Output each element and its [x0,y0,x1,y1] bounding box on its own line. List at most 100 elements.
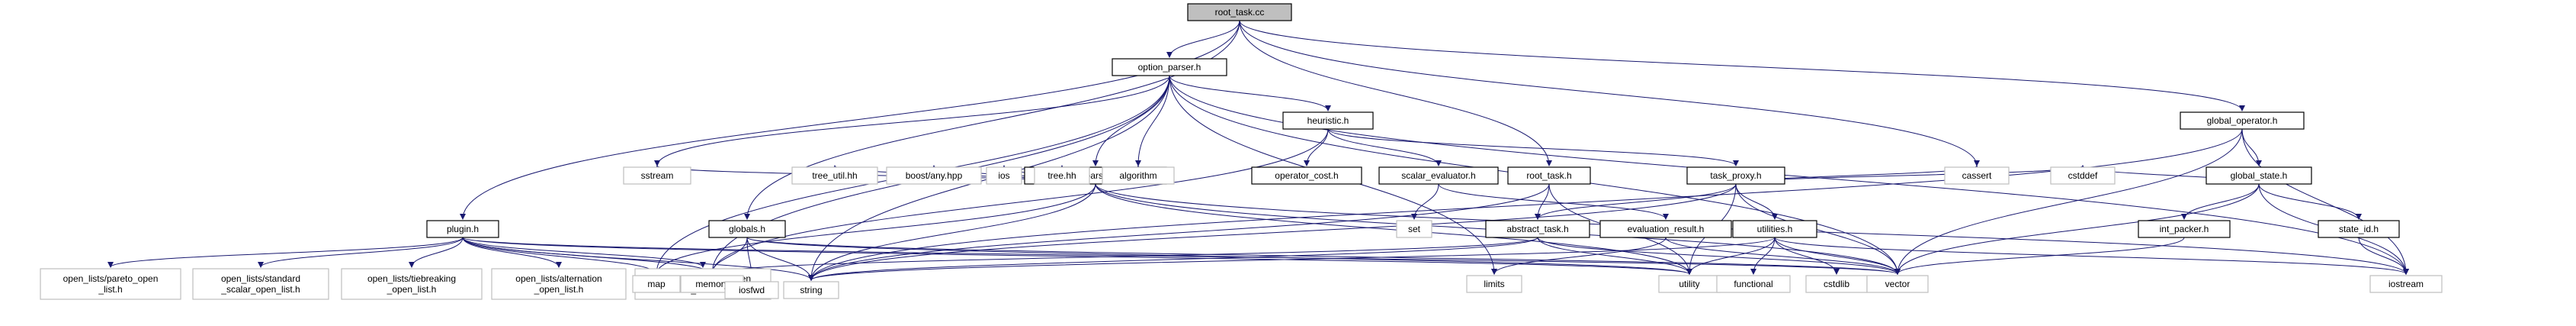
node-label: _list.h [98,284,122,295]
node-box[interactable] [708,220,786,238]
node-global-state-h[interactable]: global_state.h [2205,166,2312,185]
node-box[interactable] [1251,166,1362,185]
node-label: scalar_evaluator.h [1401,170,1475,181]
edge-plugin_h-to-pareto [107,237,464,268]
node-state-id-h[interactable]: state_id.h [2318,220,2400,238]
node-tree-util-hh: tree_util.hh [791,166,878,185]
node-label: ios [998,170,1009,181]
edge-globals_h-to-string [746,237,814,281]
node-label: algorithm [1119,170,1156,181]
node-box [783,281,839,299]
node-box [632,275,681,293]
node-root-task-cc[interactable]: root_task.cc [1187,3,1292,21]
edge-globals_h-to-vector [746,237,1901,275]
node-globals-h[interactable]: globals.h [708,220,786,238]
node-abstract-task-h[interactable]: abstract_task.h [1485,220,1590,238]
edge-plugin_h-to-alternation [462,237,562,268]
node-label: tree.hh [1047,170,1076,181]
node-box[interactable] [1187,3,1292,21]
node-box [341,268,483,300]
node-box[interactable] [1686,166,1785,185]
node-label: _open_list.h [387,284,437,295]
node-box [192,268,329,300]
node-layer: root_task.cc option_parser.h global_operat… [40,3,2443,300]
edge-plugin_h-to-string [462,237,814,281]
edge-scalar_evaluator_h-to-evaluation_result_h [1438,183,1669,220]
node-box [2050,166,2116,185]
node-evaluation-result-h[interactable]: evaluation_result.h [1599,220,1732,238]
node-box [1944,166,2010,185]
node-tiebreaking: open_lists/tiebreaking_open_list.h [341,268,483,300]
node-box[interactable] [2138,220,2231,238]
node-alternation: open_lists/alternation_open_list.h [491,268,627,300]
node-scalar-evaluator-h[interactable]: scalar_evaluator.h [1378,166,1499,185]
edge-root_task_cc-to-option_parser_h [1166,20,1240,58]
node-plugin-h[interactable]: plugin.h [426,220,499,238]
node-cstdlib: cstdlib [1805,275,1868,293]
node-global-operator-h[interactable]: global_operator.h [2180,111,2305,130]
node-box [1102,166,1175,185]
node-utility: utility [1658,275,1721,293]
edge-global_operator_h-to-iostream [2241,128,2409,275]
node-box[interactable] [2205,166,2312,185]
node-box[interactable] [1112,58,1227,76]
node-box[interactable] [426,220,499,238]
node-functional: functional [1716,275,1791,293]
edge-plugin_h-to-tiebreaking [409,237,464,268]
node-label: open_lists/alternation [515,273,601,284]
node-sstream: sstream [623,166,691,185]
node-label: functional [1734,279,1772,289]
node-label: tree_util.hh [812,170,857,181]
node-limits: limits [1466,275,1522,293]
node-box [791,166,878,185]
edge-heuristic_h-to-task_proxy_h [1327,128,1739,166]
node-label: cassert [1962,170,1992,181]
node-box[interactable] [1599,220,1732,238]
node-vector: vector [1866,275,1929,293]
edge-option_parser_h-to-heuristic_h [1169,75,1331,111]
node-task-proxy-h[interactable]: task_proxy.h [1686,166,1785,185]
edge-plugin_h-to-utility [462,237,1692,275]
edge-utilities_h-to-vector [1774,237,1901,275]
node-utilities-h[interactable]: utilities.h [1732,220,1817,238]
node-set: set [1396,220,1432,238]
edge-globals_h-to-utility [746,237,1692,275]
node-cassert: cassert [1944,166,2010,185]
node-pareto: open_lists/pareto_open_list.h [40,268,181,300]
node-standard-scalar: open_lists/standard_scalar_open_list.h [192,268,329,300]
node-root-task-h[interactable]: root_task.h [1507,166,1591,185]
node-label: map [647,279,666,289]
edge-utilities_h-to-string [808,237,1776,281]
node-box [886,166,982,185]
edge-utilities_h-to-cstdlib [1774,237,1840,275]
edge-task_proxy_h-to-string [808,183,1737,281]
edge-abstract_task_h-to-vector [1537,237,1901,275]
node-int-packer-h[interactable]: int_packer.h [2138,220,2231,238]
node-box[interactable] [1485,220,1590,238]
node-box[interactable] [1507,166,1591,185]
edge-evaluation_result_h-to-vector [1665,237,1901,275]
edge-plugin_h-to-bucket [462,237,706,268]
edge-global_state_h-to-vector [1894,183,2260,275]
edge-option_parser_h-to-option_parser_util_h [1092,75,1170,166]
node-box[interactable] [1378,166,1499,185]
node-label: operator_cost.h [1275,170,1338,181]
node-string: string [783,281,839,299]
node-iostream: iostream [2369,275,2443,293]
node-label: option_parser.h [1138,62,1201,73]
node-option-parser-h[interactable]: option_parser.h [1112,58,1227,76]
edge-utilities_h-to-functional [1750,237,1776,275]
node-box[interactable] [1282,111,1374,130]
node-box[interactable] [2318,220,2400,238]
node-heuristic-h[interactable]: heuristic.h [1282,111,1374,130]
node-box[interactable] [2180,111,2305,130]
edge-layer [107,20,2409,281]
edge-int_packer_h-to-vector [1894,237,2185,275]
node-label: global_operator.h [2207,115,2278,126]
node-box [491,268,627,300]
node-label: globals.h [729,224,765,234]
node-box[interactable] [1732,220,1817,238]
node-operator-cost-h[interactable]: operator_cost.h [1251,166,1362,185]
node-box [1866,275,1929,293]
